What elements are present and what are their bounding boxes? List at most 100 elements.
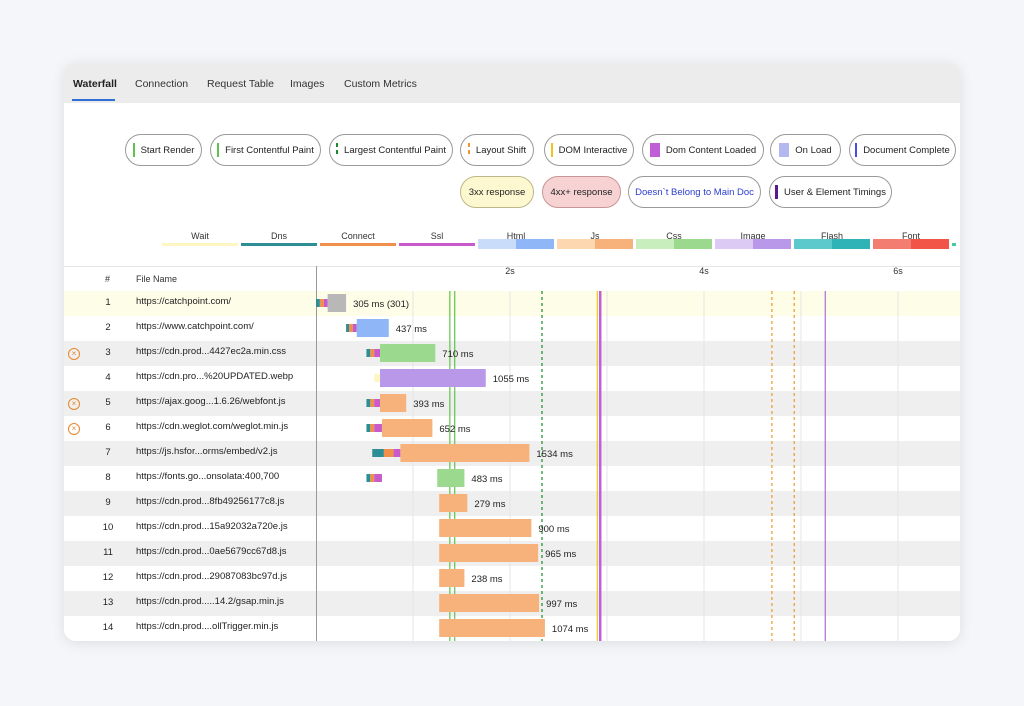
- legend-swatch-css: [636, 239, 712, 249]
- legend-label-flash: Flash: [820, 231, 843, 241]
- request-bar-segment: [439, 569, 465, 587]
- legend-label-connect: Connect: [341, 231, 375, 241]
- request-bar-segment: [374, 399, 381, 407]
- response-pill-label: 4xx+ response: [550, 186, 613, 198]
- row-file-name[interactable]: https://js.hsfor...orms/embed/v2.js: [136, 446, 278, 457]
- marker-pill-label: Document Complete: [863, 144, 950, 156]
- row-number: 4: [105, 372, 111, 383]
- row-number: 9: [105, 497, 111, 508]
- active-tab-indicator: [72, 99, 115, 101]
- legend-swatch-wait: [162, 243, 238, 246]
- request-bar-segment: [327, 294, 347, 312]
- response-pill-user-element-timings[interactable]: User & Element Timings: [769, 176, 892, 208]
- table-row[interactable]: 2 https://www.catchpoint.com/: [64, 316, 960, 341]
- row-file-name[interactable]: https://cdn.prod...29087083bc97d.js: [136, 571, 288, 582]
- row-file-name[interactable]: https://cdn.prod...4427ec2a.min.css: [136, 346, 286, 357]
- marker-pill-label: DOM Interactive: [558, 144, 628, 156]
- error-icon: ×: [68, 423, 80, 435]
- error-icon: ×: [68, 348, 80, 360]
- request-bar-segment: [370, 349, 375, 357]
- marker-pill-label: Largest Contentful Paint: [344, 144, 446, 156]
- request-bar-segment: [316, 299, 320, 307]
- marker-swatch: [132, 143, 135, 157]
- request-bar-segment: [366, 399, 371, 407]
- row-file-name[interactable]: https://ajax.goog...1.6.26/webfont.js: [136, 396, 286, 407]
- row-number: 14: [102, 622, 114, 633]
- marker-swatch: [775, 185, 779, 199]
- request-duration-label: 1055 ms: [493, 374, 530, 385]
- row-file-name[interactable]: https://cdn.prod.....14.2/gsap.min.js: [136, 596, 284, 607]
- request-bar-segment: [374, 349, 381, 357]
- response-pill-label: Doesn`t Belong to Main Doc: [635, 186, 754, 198]
- tab-images[interactable]: Images: [290, 78, 325, 90]
- legend-swatch-ssl: [399, 243, 475, 246]
- marker-pill-start-render[interactable]: Start Render: [125, 134, 202, 166]
- legend-label-image: Image: [740, 231, 766, 241]
- request-bar-segment: [380, 369, 486, 387]
- legend-label-font: Font: [901, 231, 920, 241]
- request-duration-label: 710 ms: [442, 349, 473, 360]
- marker-pill-on-load[interactable]: On Load: [770, 134, 841, 166]
- request-bar-segment: [374, 424, 382, 432]
- row-file-name[interactable]: https://cdn.prod...8fb49256177c8.js: [136, 496, 285, 507]
- row-file-name[interactable]: https://catchpoint.com/: [136, 296, 232, 307]
- row-number: 2: [105, 322, 111, 333]
- marker-pill-layout-shift[interactable]: Layout Shift: [460, 134, 534, 166]
- tab-custom-metrics[interactable]: Custom Metrics: [344, 78, 417, 90]
- marker-pill-dom-content-loaded[interactable]: Dom Content Loaded: [642, 134, 764, 166]
- request-duration-label: 965 ms: [545, 549, 576, 560]
- request-bar-segment: [366, 474, 371, 482]
- request-bar-segment: [323, 299, 328, 307]
- marker-pill-first-contentful-paint[interactable]: First Contentful Paint: [210, 134, 321, 166]
- tab-request-table[interactable]: Request Table: [207, 78, 274, 90]
- legend-swatch-font: [873, 239, 949, 249]
- tab-waterfall[interactable]: Waterfall: [73, 78, 117, 90]
- error-icon: ×: [68, 398, 80, 410]
- marker-swatch: [779, 143, 790, 157]
- row-file-name[interactable]: https://fonts.go...onsolata:400,700: [136, 471, 280, 482]
- marker-pill-document-complete[interactable]: Document Complete: [849, 134, 956, 166]
- legend-swatch: [952, 243, 956, 246]
- marker-swatch: [550, 143, 553, 157]
- table-row[interactable]: 4 https://cdn.pro...%20UPDATED.webp: [64, 366, 960, 391]
- request-bar-segment: [439, 519, 532, 537]
- tab-bar: Waterfall Connection Request Table Image…: [64, 63, 960, 103]
- request-bar-segment: [366, 349, 371, 357]
- table-row[interactable]: 12 https://cdn.prod...29087083bc97d.js: [64, 566, 960, 591]
- request-bar-segment: [372, 449, 384, 457]
- marker-pill-largest-contentful-paint[interactable]: Largest Contentful Paint: [329, 134, 453, 166]
- row-file-name[interactable]: https://cdn.prod...0ae5679cc67d8.js: [136, 546, 287, 557]
- request-duration-label: 238 ms: [471, 574, 502, 585]
- response-pill-doesn-t-belong-to-main-doc[interactable]: Doesn`t Belong to Main Doc: [628, 176, 761, 208]
- waterfall-panel: Waterfall Connection Request Table Image…: [64, 63, 960, 641]
- marker-pill-dom-interactive[interactable]: DOM Interactive: [544, 134, 634, 166]
- row-file-name[interactable]: https://cdn.weglot.com/weglot.min.js: [136, 421, 289, 432]
- row-number: 12: [102, 572, 114, 583]
- marker-swatch: [855, 143, 858, 157]
- request-bar-segment: [393, 449, 401, 457]
- row-number: 10: [102, 522, 114, 533]
- row-file-name[interactable]: https://cdn.pro...%20UPDATED.webp: [136, 371, 294, 382]
- request-bar-segment: [439, 619, 545, 637]
- marker-swatch: [217, 143, 220, 157]
- request-bar-segment: [370, 424, 375, 432]
- request-duration-label: 279 ms: [474, 499, 505, 510]
- request-bar-segment: [370, 399, 375, 407]
- marker-pill-label: On Load: [795, 144, 832, 156]
- tab-connection[interactable]: Connection: [135, 78, 189, 90]
- row-file-name[interactable]: https://cdn.prod...15a92032a720e.js: [136, 521, 288, 532]
- marker-pill-label: Layout Shift: [475, 144, 527, 156]
- row-file-name[interactable]: https://cdn.prod....ollTrigger.min.js: [136, 621, 279, 632]
- response-pill-4xx-response[interactable]: 4xx+ response: [542, 176, 621, 208]
- legend-swatch-html: [478, 239, 554, 249]
- table-row[interactable]: 9 https://cdn.prod...8fb49256177c8.js: [64, 491, 960, 516]
- marker-swatch: [336, 143, 339, 157]
- request-bar-segment: [400, 444, 530, 462]
- response-pill-3xx-response[interactable]: 3xx response: [460, 176, 534, 208]
- row-file-name[interactable]: https://www.catchpoint.com/: [136, 321, 254, 332]
